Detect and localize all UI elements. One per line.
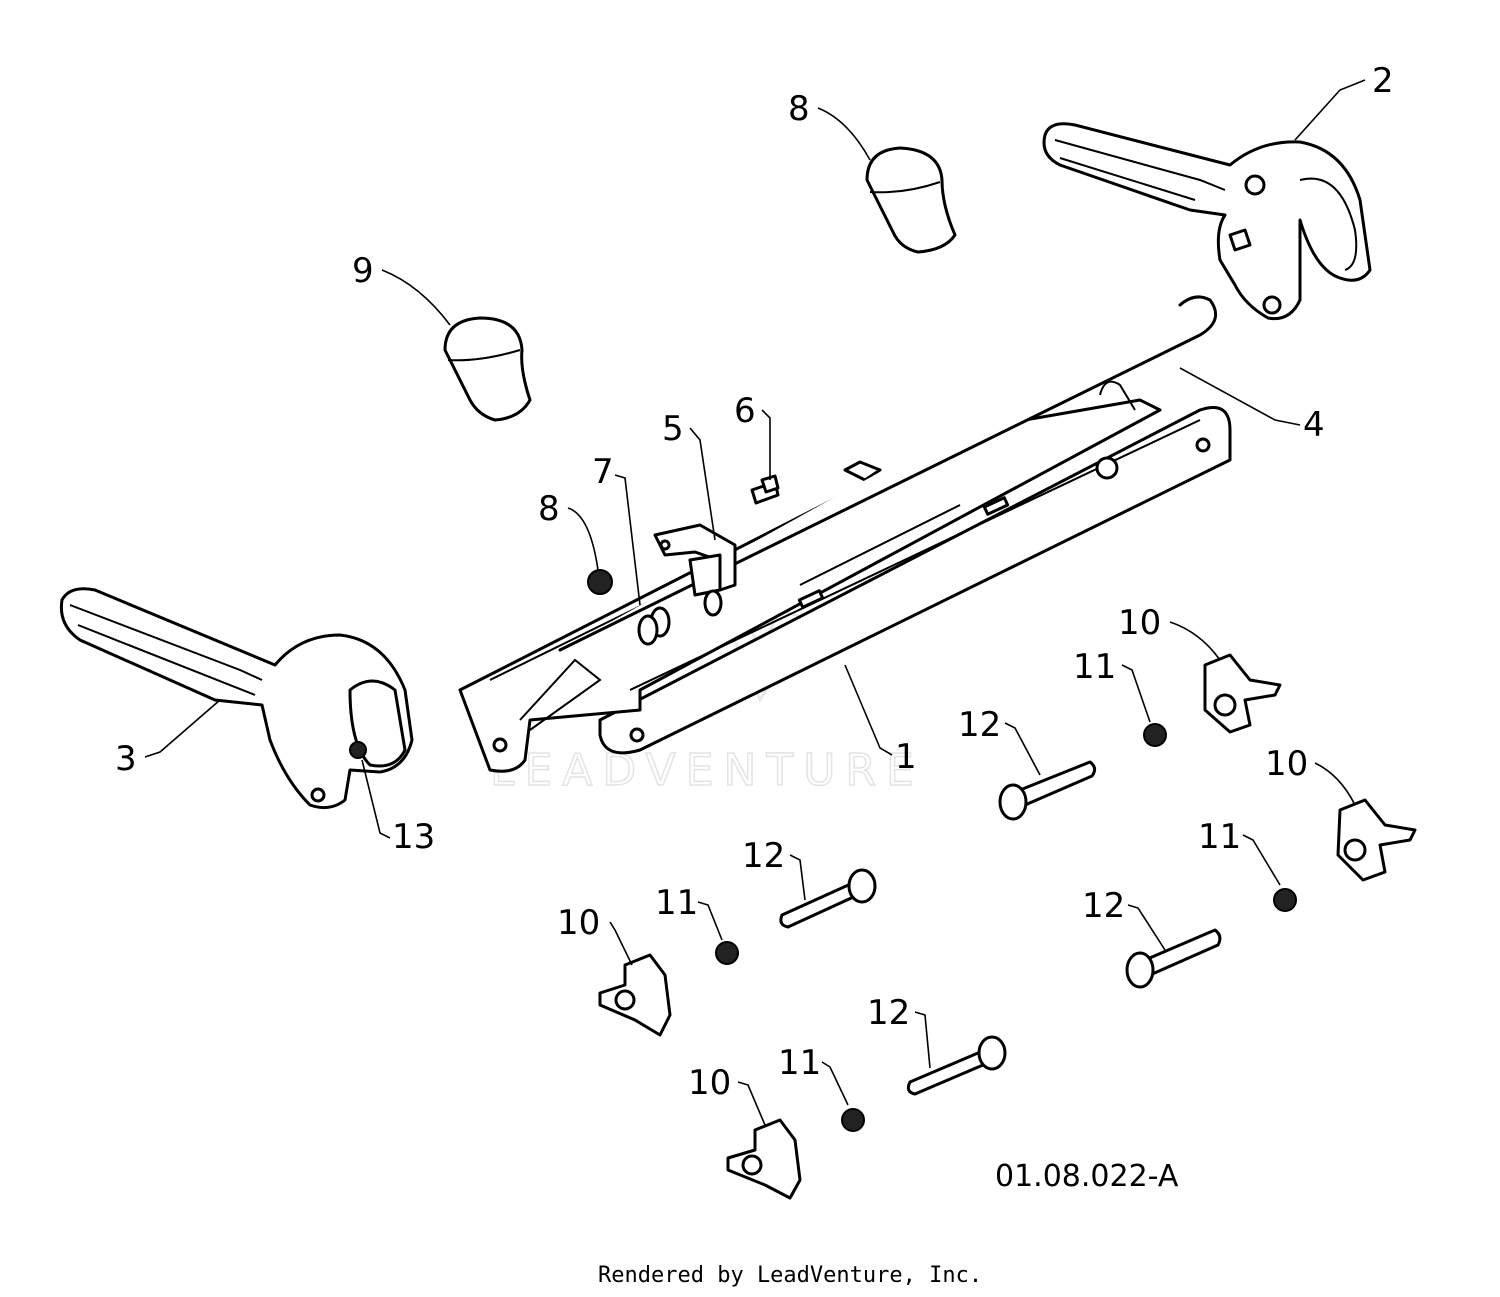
- bolt-icon: [906, 1035, 1007, 1096]
- callout-label: 3: [115, 739, 137, 779]
- footer-credit: Rendered by LeadVenture, Inc.: [598, 1263, 982, 1288]
- bolt-icon: [998, 760, 1097, 821]
- clip-icon: [653, 523, 737, 597]
- callout-label: 5: [662, 409, 684, 449]
- watermark: LEADVENTURE: [489, 555, 924, 797]
- bolt-icon: [779, 868, 877, 929]
- nut-icon: [841, 1108, 865, 1132]
- callout-label: 6: [734, 391, 756, 431]
- knob-icon: [1336, 798, 1417, 882]
- callout-label: 12: [958, 705, 1001, 745]
- callout-label: 8: [788, 89, 810, 129]
- callout-label: 4: [1303, 405, 1325, 445]
- callout-label: 10: [688, 1063, 731, 1103]
- knob-icon: [865, 146, 957, 254]
- callout-label: 8: [538, 489, 560, 529]
- drawing-code: 01.08.022-A: [995, 1159, 1179, 1194]
- callout-label: 10: [1265, 744, 1308, 784]
- knob-icon: [598, 953, 672, 1037]
- callout-label: 10: [557, 903, 600, 943]
- callout-label: 1: [895, 737, 917, 777]
- callout-label: 10: [1118, 603, 1161, 643]
- callout-label: 11: [778, 1043, 821, 1083]
- callout-label: 11: [1198, 817, 1241, 857]
- callout-label: 7: [592, 452, 614, 492]
- callout-label: 9: [352, 251, 374, 291]
- spring-icon: [637, 589, 723, 646]
- callout-label: 12: [867, 993, 910, 1033]
- bolt-icon: [750, 474, 780, 505]
- callout-label: 13: [392, 817, 435, 857]
- knob-icon: [443, 316, 532, 422]
- watermark-text: LEADVENTURE: [490, 745, 924, 796]
- bolt-icon: [1125, 928, 1222, 989]
- callout-labels: 2 8 9 4 5 6 7 8 1 3 13 10 11 12 10 11 12…: [115, 61, 1394, 1103]
- seat-track-bracket-icon: [458, 379, 1232, 773]
- knob-icon: [726, 1118, 802, 1200]
- lever-handle-icon: [59, 587, 414, 810]
- knob-icon: [1203, 653, 1282, 734]
- callout-label: 2: [1372, 61, 1394, 101]
- callout-label: 12: [1082, 886, 1125, 926]
- nut-icon: [1273, 888, 1297, 912]
- lever-handle-icon: [1042, 122, 1372, 321]
- callout-label: 11: [1073, 647, 1116, 687]
- nut-icon: [715, 941, 739, 965]
- nut-icon: [1143, 723, 1167, 747]
- nut-icon: [587, 569, 613, 595]
- leader-lines: [144, 79, 1366, 1126]
- callout-label: 11: [655, 883, 698, 923]
- callout-label: 12: [742, 836, 785, 876]
